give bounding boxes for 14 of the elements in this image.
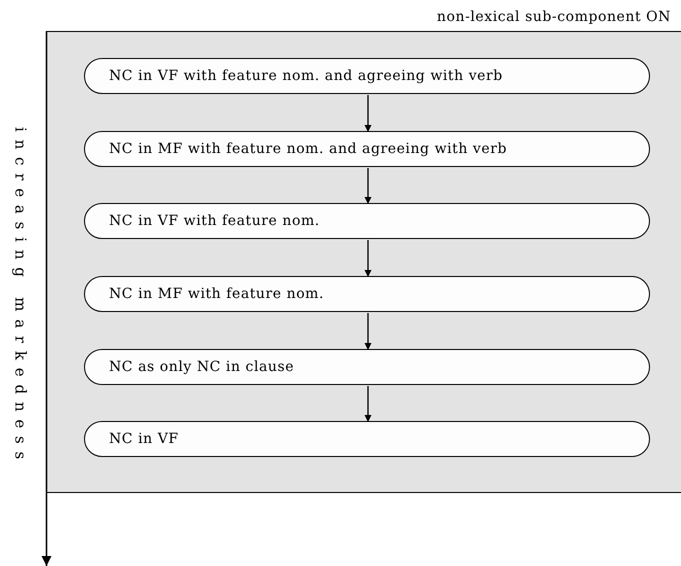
process-box: NC in VF with feature nom. — [84, 203, 650, 239]
panel — [46, 31, 681, 493]
process-box: NC as only NC in clause — [84, 349, 650, 385]
arrow — [364, 95, 372, 132]
arrow — [364, 386, 372, 422]
axis-label: increasing markedness — [10, 127, 30, 467]
process-box: NC in MF with feature nom. and agreeing with verb — [84, 131, 650, 167]
arrow — [364, 313, 372, 350]
process-box: NC in VF — [84, 421, 650, 457]
panel-title: non-lexical sub-component ON — [436, 8, 671, 27]
process-box: NC in VF with feature nom. and agreeing with verb — [84, 58, 650, 94]
arrow — [364, 168, 372, 204]
process-box: NC in MF with feature nom. — [84, 276, 650, 312]
arrow — [364, 240, 372, 277]
